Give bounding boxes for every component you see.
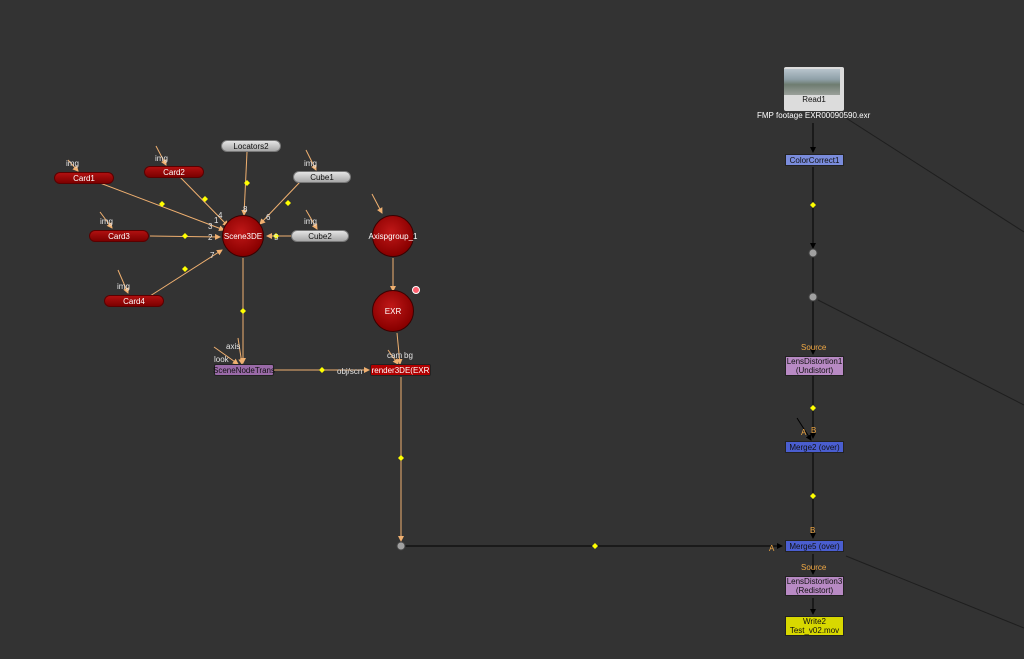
axispgroup-node[interactable]: Axispgroup_1 <box>369 215 417 257</box>
pipe-card2-scene <box>179 176 229 227</box>
render3de-node[interactable]: render3DE(EXR <box>370 364 431 376</box>
card4-label: Card4 <box>123 296 145 306</box>
exr-node[interactable]: EXR <box>372 290 414 332</box>
cam-input-label: cam <box>387 351 403 360</box>
lensdistortion1-label: LensDistortion1 <box>786 357 843 366</box>
merge5-b-label: B <box>810 526 816 535</box>
read1-thumbnail <box>784 69 840 95</box>
lensdistortion3-node[interactable]: LensDistortion3 (Redistort) <box>785 576 844 596</box>
scene-input-4: 4 <box>218 211 223 220</box>
read1-file-label: FMP footage EXR00090590.exr <box>757 111 871 120</box>
pipe-card4-scene <box>149 249 223 297</box>
scene-input-7: 7 <box>210 251 215 260</box>
write2-label: Write2 <box>803 617 826 626</box>
cube2-node[interactable]: Cube2 <box>291 230 349 242</box>
scene-input-5: 5 <box>274 233 279 242</box>
exr-label: EXR <box>384 306 402 316</box>
colorcorrect1-label: ColorCorrect1 <box>789 155 840 165</box>
card2-node[interactable]: Card2 <box>144 166 204 178</box>
lensdistortion3-label: LensDistortion3 <box>786 577 843 586</box>
merge5-label: Merge5 (over) <box>789 541 840 551</box>
scene3de-node[interactable]: Scene3DE <box>222 215 264 257</box>
colorcorrect1-node[interactable]: ColorCorrect1 <box>785 154 844 166</box>
locators2-node[interactable]: Locators2 <box>221 140 281 152</box>
read1-label: Read1 <box>802 95 826 104</box>
card1-node[interactable]: Card1 <box>54 172 114 184</box>
scene-node-trans-label: SceneNodeTrans <box>213 365 275 375</box>
cube1-node[interactable]: Cube1 <box>293 171 351 183</box>
card3-img-label: img <box>100 217 113 226</box>
axis-input-label: axis <box>226 342 241 351</box>
read1-node[interactable]: Read1 <box>784 67 844 111</box>
scene-node-trans-node[interactable]: SceneNodeTrans <box>213 364 275 376</box>
cube1-img-label: img <box>304 159 317 168</box>
scene-input-1: 1 <box>214 216 219 225</box>
scene-input-2: 2 <box>208 233 213 242</box>
scene-input-3: 3 <box>208 222 213 231</box>
write2-file-label: Test_v02.mov <box>789 626 840 635</box>
card1-img-label: img <box>66 159 79 168</box>
locators2-label: Locators2 <box>233 141 269 151</box>
pipe-exr-render <box>396 332 403 365</box>
bg-input-label: bg <box>404 351 413 360</box>
look-input-label: look <box>214 355 229 364</box>
merge2-node[interactable]: Merge2 (over) <box>785 441 844 453</box>
write2-node[interactable]: Write2 Test_v02.mov <box>785 616 844 636</box>
merge2-b-label: B <box>811 426 817 435</box>
pipe-dots[interactable] <box>159 180 816 549</box>
scene3de-label: Scene3DE <box>223 231 263 241</box>
cube1-label: Cube1 <box>310 172 334 182</box>
merge2-label: Merge2 (over) <box>789 442 840 452</box>
pipe-cube1-scene <box>259 181 301 225</box>
scene-input-6: 6 <box>266 213 271 222</box>
render3de-label: render3DE(EXR <box>371 365 430 375</box>
merge2-a-label: A <box>801 428 807 437</box>
card1-label: Card1 <box>73 173 95 183</box>
lens3-source-label: Source <box>801 563 827 572</box>
card2-img-label: img <box>155 154 168 163</box>
lensdistortion1-sublabel: (Undistort) <box>795 366 834 375</box>
cube2-img-label: img <box>304 217 317 226</box>
scene-input-8: 8 <box>243 205 248 214</box>
merge5-a-label: A <box>769 544 775 553</box>
render-warning-icon <box>412 286 420 294</box>
card3-label: Card3 <box>108 231 130 241</box>
axispgroup-label: Axispgroup_1 <box>368 231 418 241</box>
objscn-input-label: obj/scn <box>337 367 363 376</box>
card4-node[interactable]: Card4 <box>104 295 164 307</box>
lens1-source-label: Source <box>801 343 827 352</box>
card4-img-label: img <box>117 282 130 291</box>
card3-node[interactable]: Card3 <box>89 230 149 242</box>
lensdistortion1-node[interactable]: LensDistortion1 (Undistort) <box>785 356 844 376</box>
merge5-node[interactable]: Merge5 (over) <box>785 540 844 552</box>
lensdistortion3-sublabel: (Redistort) <box>795 586 834 595</box>
card2-label: Card2 <box>163 167 185 177</box>
dot-node-1[interactable] <box>808 248 818 258</box>
cube2-label: Cube2 <box>308 231 332 241</box>
dot-node-3[interactable] <box>396 541 406 551</box>
dot-node-2[interactable] <box>808 292 818 302</box>
